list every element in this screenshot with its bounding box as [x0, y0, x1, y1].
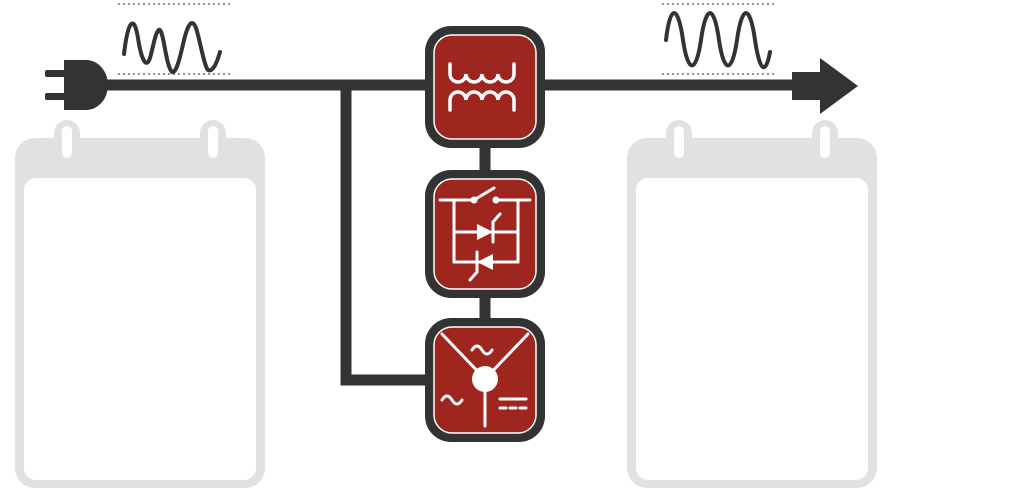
transformer-icon — [448, 62, 516, 112]
bypass-branch-line — [340, 85, 425, 386]
left-clipboard-sheet — [24, 178, 256, 480]
inverter-module — [425, 318, 545, 442]
wiring — [106, 79, 792, 386]
clean-sine-wave-icon — [662, 3, 776, 75]
arrow-right-icon — [792, 58, 858, 114]
left-clipboard — [15, 120, 265, 488]
transformer-module — [425, 26, 545, 148]
right-clipboard-sheet — [636, 178, 868, 480]
inverter-rectifier-icon — [440, 332, 530, 428]
power-plug-icon — [45, 60, 108, 110]
distorted-sine-wave-icon — [118, 3, 232, 75]
right-clipboard — [627, 120, 877, 488]
static-switch-module — [425, 170, 545, 298]
